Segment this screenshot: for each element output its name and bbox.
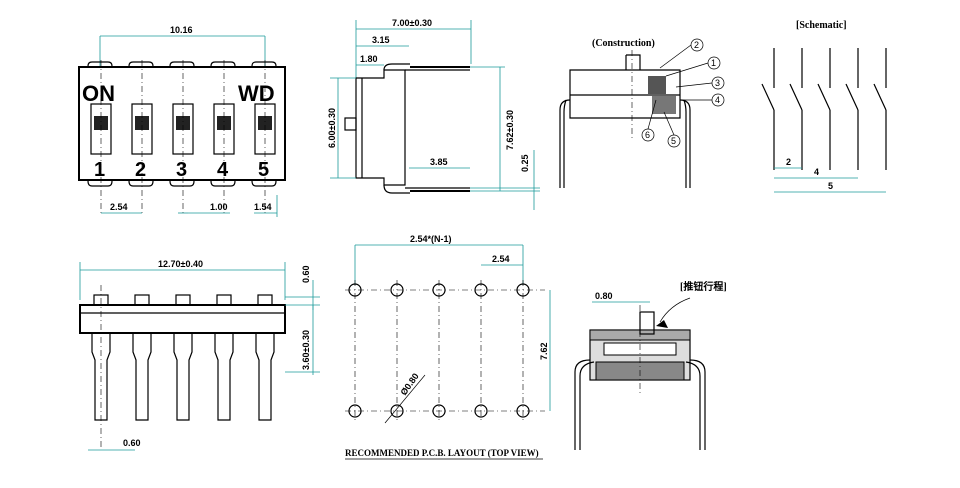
dim-bottom-top: 0.60 — [301, 265, 311, 283]
dim-pcb-pitch-formula: 2.54*(N-1) — [410, 234, 452, 244]
switch-actuator — [217, 116, 231, 130]
dim-side-standoff: 0.25 — [520, 154, 530, 172]
bottom-pins — [91, 333, 275, 421]
dim-overall-width: 10.16 — [170, 25, 193, 35]
svg-text:6: 6 — [645, 130, 650, 140]
dim-stroke: 0.80 — [595, 291, 613, 301]
front-bottom-pins — [87, 180, 277, 187]
switch-number-4: 4 — [217, 159, 229, 181]
dim-side-d1: 3.15 — [372, 35, 390, 45]
dim-side-span: 7.62±0.30 — [505, 110, 515, 150]
switch-number-1: 1 — [94, 159, 105, 181]
svg-text:3: 3 — [715, 78, 720, 88]
switch-number-3: 3 — [176, 159, 187, 181]
dim-side-height: 6.00±0.30 — [327, 108, 337, 148]
pcb-layout-view: 2.54*(N-1) 2.54 7.62 Ø0.80 RECOMMENDED P… — [345, 234, 551, 460]
construction-spring — [652, 96, 676, 114]
front-top-pins — [87, 61, 277, 67]
dim-pcb-row-spacing: 7.62 — [539, 342, 549, 360]
stroke-arrow — [656, 320, 668, 328]
dim-pitch: 2.54 — [110, 202, 128, 212]
dim-side-d2: 1.80 — [360, 54, 378, 64]
schematic-d1: 2 — [786, 157, 791, 167]
dim-pin-width: 1.54 — [254, 202, 272, 212]
schematic-switches — [761, 48, 887, 170]
switch-actuator — [135, 116, 149, 130]
svg-text:4: 4 — [715, 95, 720, 105]
schematic-d2: 4 — [814, 167, 819, 177]
wd-label: WD — [238, 81, 275, 106]
on-label: ON — [82, 81, 115, 106]
dim-side-body: 3.85 — [430, 157, 448, 167]
schematic-title: [Schematic] — [796, 20, 847, 31]
bottom-top-tabs — [93, 294, 273, 306]
dim-bottom-pin-width: 0.60 — [123, 438, 141, 448]
front-body — [78, 66, 286, 181]
dim-bottom-pin-length: 3.60±0.30 — [301, 330, 311, 370]
dim-bottom-length: 12.70±0.40 — [158, 259, 203, 269]
dim-side-width: 7.00±0.30 — [392, 18, 432, 28]
switch-actuator — [258, 116, 272, 130]
front-view: 10.16 ON WD — [78, 25, 286, 217]
construction-title: (Construction) — [592, 38, 655, 49]
svg-text:1: 1 — [711, 58, 716, 68]
switch-number-5: 5 — [258, 159, 269, 181]
schematic-view: [Schematic] 2 4 5 — [761, 20, 887, 193]
bottom-view: 12.70±0.40 0.60 3.60±0.30 0.60 — [79, 259, 320, 451]
dim-pcb-pitch: 2.54 — [492, 254, 510, 264]
dim-slot: 1.00 — [210, 202, 228, 212]
side-view: 7.00±0.30 3.15 1.80 6.00±0.30 7.62±0.30 … — [327, 18, 540, 210]
stroke-view: [推钮行程] 0.80 — [574, 280, 727, 450]
construction-view: (Construction) 1 2 3 4 5 6 — [559, 38, 725, 188]
pcb-caption: RECOMMENDED P.C.B. LAYOUT (TOP VIEW) — [345, 448, 539, 458]
switch-actuator — [94, 116, 108, 130]
schematic-d3: 5 — [828, 181, 833, 191]
svg-text:2: 2 — [694, 40, 699, 50]
construction-contact — [648, 76, 666, 94]
stroke-label: [推钮行程] — [680, 280, 727, 293]
svg-text:5: 5 — [671, 136, 676, 146]
switch-actuator — [176, 116, 190, 130]
switch-number-2: 2 — [135, 159, 146, 181]
